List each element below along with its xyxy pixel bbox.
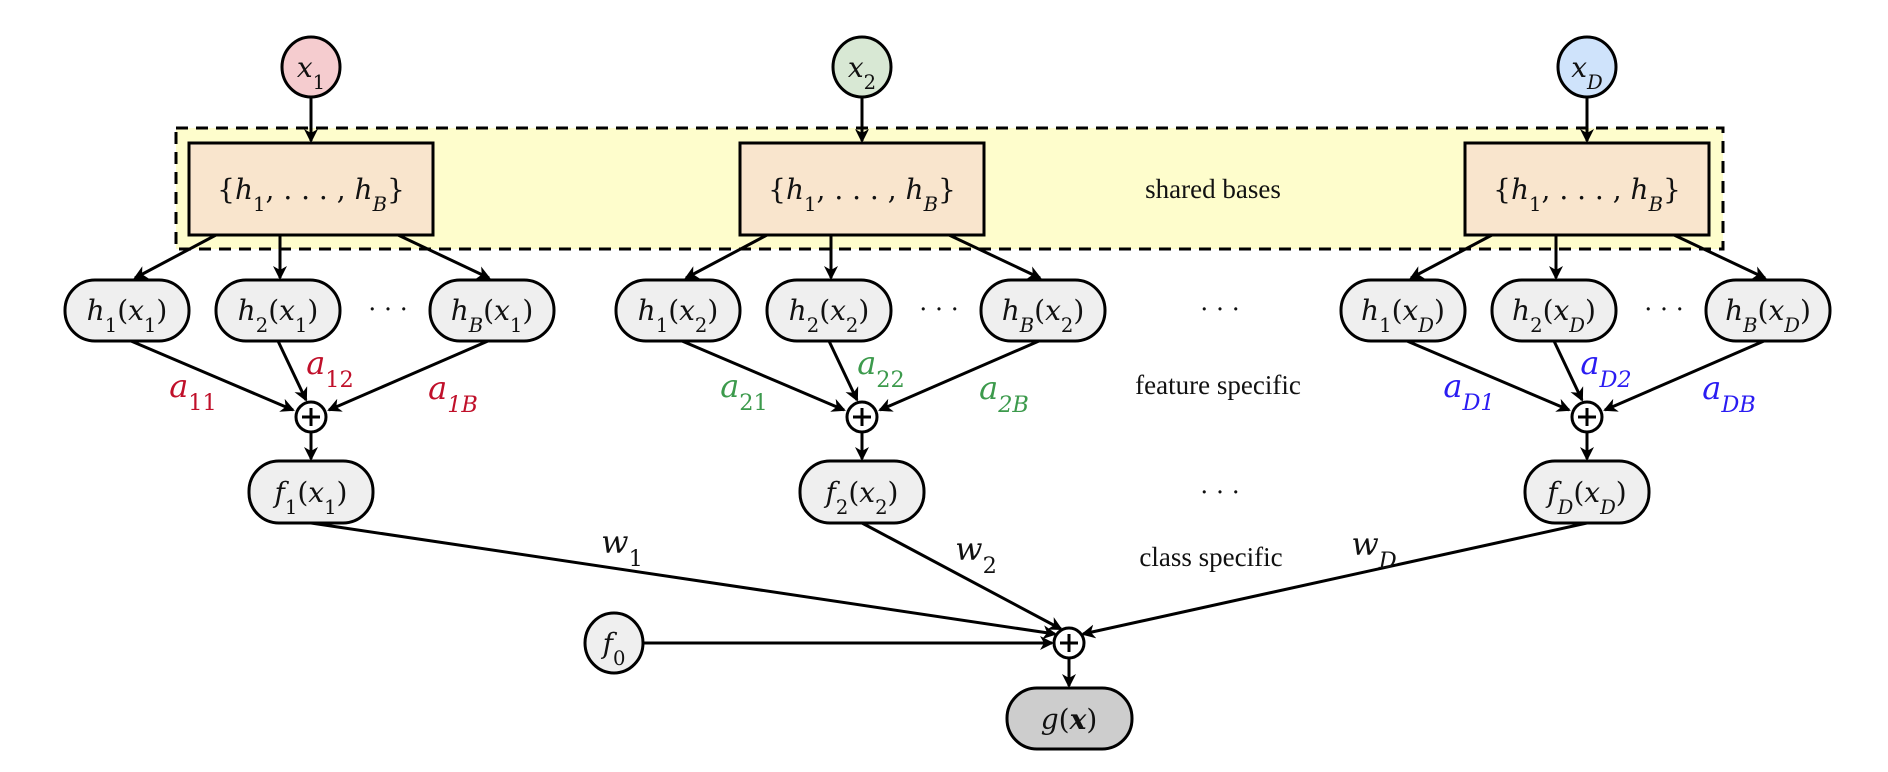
basis-node-label: h1(x1) bbox=[87, 294, 168, 337]
coef-edge bbox=[681, 339, 846, 412]
basis-edge bbox=[684, 233, 768, 280]
input-label: x1 bbox=[297, 51, 325, 94]
sum-node bbox=[845, 400, 879, 434]
feature-column-1: x1 {h1, . . . , hB} h1(x1) h2(x1) hB(x1) · · … bbox=[63, 35, 556, 525]
basis-edge bbox=[948, 233, 1042, 280]
basis-ellipsis: · · · bbox=[1644, 294, 1684, 324]
basis-node-label: h1(xD) bbox=[1361, 294, 1445, 337]
coef-edge bbox=[1603, 339, 1765, 412]
bases-box bbox=[1463, 141, 1711, 237]
final-sum-node bbox=[1052, 626, 1086, 660]
basis-edge bbox=[1673, 233, 1767, 280]
basis-node: h1(xD) bbox=[1339, 278, 1467, 343]
column-ellipsis-shape-row: · · · bbox=[1200, 477, 1240, 507]
coefficient-label: a12 bbox=[306, 344, 354, 393]
basis-node: h1(x1) bbox=[63, 278, 191, 343]
weight-edge-1 bbox=[310, 521, 1057, 640]
shape-function-label: f1(x1) bbox=[273, 476, 348, 519]
basis-node: h2(xD) bbox=[1490, 278, 1618, 343]
basis-ellipsis: · · · bbox=[368, 294, 408, 324]
basis-node: h2(x1) bbox=[214, 278, 342, 343]
coefficient-label: aDB bbox=[1702, 369, 1755, 418]
basis-node-label: h1(x2) bbox=[638, 294, 719, 337]
bias-node: f0 bbox=[583, 611, 645, 675]
input-label: x2 bbox=[848, 51, 876, 94]
coef-edge bbox=[276, 340, 308, 402]
coefficient-label: a1B bbox=[428, 369, 478, 418]
sum-node bbox=[294, 400, 328, 434]
weight-label: wD bbox=[1351, 525, 1396, 574]
basis-node-label: h2(x1) bbox=[238, 294, 319, 337]
class-specific-label: class specific bbox=[1139, 542, 1282, 572]
coef-edge bbox=[327, 339, 489, 412]
weight-label: w1 bbox=[601, 523, 643, 572]
basis-node-label: hB(x1) bbox=[451, 294, 534, 337]
coef-edge bbox=[878, 339, 1040, 412]
basis-edge bbox=[133, 233, 217, 280]
coef-edge bbox=[1552, 340, 1584, 402]
coefficient-label: a21 bbox=[720, 367, 768, 416]
feature-column-2: x2 {h1, . . . , hB} h1(x2) h2(x2) hB(x2) · · … bbox=[614, 35, 1107, 525]
output-node: g(x) bbox=[1005, 686, 1134, 751]
basis-node: hB(x1) bbox=[428, 278, 556, 343]
column-ellipsis-basis-row: · · · bbox=[1200, 294, 1240, 324]
shared-bases-label: shared bases bbox=[1145, 174, 1281, 204]
basis-node: h2(x2) bbox=[765, 278, 893, 343]
shape-function-label: f2(x2) bbox=[824, 476, 899, 519]
coef-edge bbox=[130, 339, 295, 412]
bases-box-label: {h1, . . . , hB} bbox=[768, 173, 956, 216]
bases-box-label: {h1, . . . , hB} bbox=[217, 173, 405, 216]
basis-ellipsis: · · · bbox=[919, 294, 959, 324]
basis-node: hB(xD) bbox=[1704, 278, 1832, 343]
weight-label: w2 bbox=[955, 530, 997, 579]
weight-edge-D bbox=[1081, 521, 1588, 639]
basis-node-label: hB(x2) bbox=[1002, 294, 1085, 337]
coefficient-label: a11 bbox=[169, 367, 217, 416]
feature-column-3: xD {h1, . . . , hB} h1(xD) h2(xD) hB(xD) · · … bbox=[1339, 35, 1832, 525]
basis-edge bbox=[1409, 233, 1493, 280]
bases-box bbox=[187, 141, 435, 237]
bases-box-label: {h1, . . . , hB} bbox=[1493, 173, 1681, 216]
coef-edge bbox=[1406, 339, 1571, 412]
basis-node: hB(x2) bbox=[979, 278, 1107, 343]
shape-function-node: f2(x2) bbox=[798, 459, 926, 525]
coefficient-label: a22 bbox=[857, 344, 905, 393]
basis-node-label: h2(xD) bbox=[1512, 294, 1596, 337]
basis-edge bbox=[397, 233, 491, 280]
output-label: g(x) bbox=[1041, 703, 1098, 736]
basis-node: h1(x2) bbox=[614, 278, 742, 343]
bases-box bbox=[738, 141, 986, 237]
shape-function-node: f1(x1) bbox=[247, 459, 375, 525]
coefficient-label: aD1 bbox=[1443, 367, 1494, 416]
basis-node-label: h2(x2) bbox=[789, 294, 870, 337]
coefficient-label: aD2 bbox=[1580, 344, 1631, 393]
input-label: xD bbox=[1571, 51, 1603, 94]
weight-edge-2 bbox=[861, 521, 1063, 631]
feature-specific-label: feature specific bbox=[1135, 370, 1301, 400]
coefficient-label: a2B bbox=[979, 369, 1029, 418]
basis-node-label: hB(xD) bbox=[1725, 294, 1811, 337]
shape-function-node: fD(xD) bbox=[1523, 459, 1651, 525]
coef-edge bbox=[827, 340, 859, 402]
sum-node bbox=[1570, 400, 1604, 434]
